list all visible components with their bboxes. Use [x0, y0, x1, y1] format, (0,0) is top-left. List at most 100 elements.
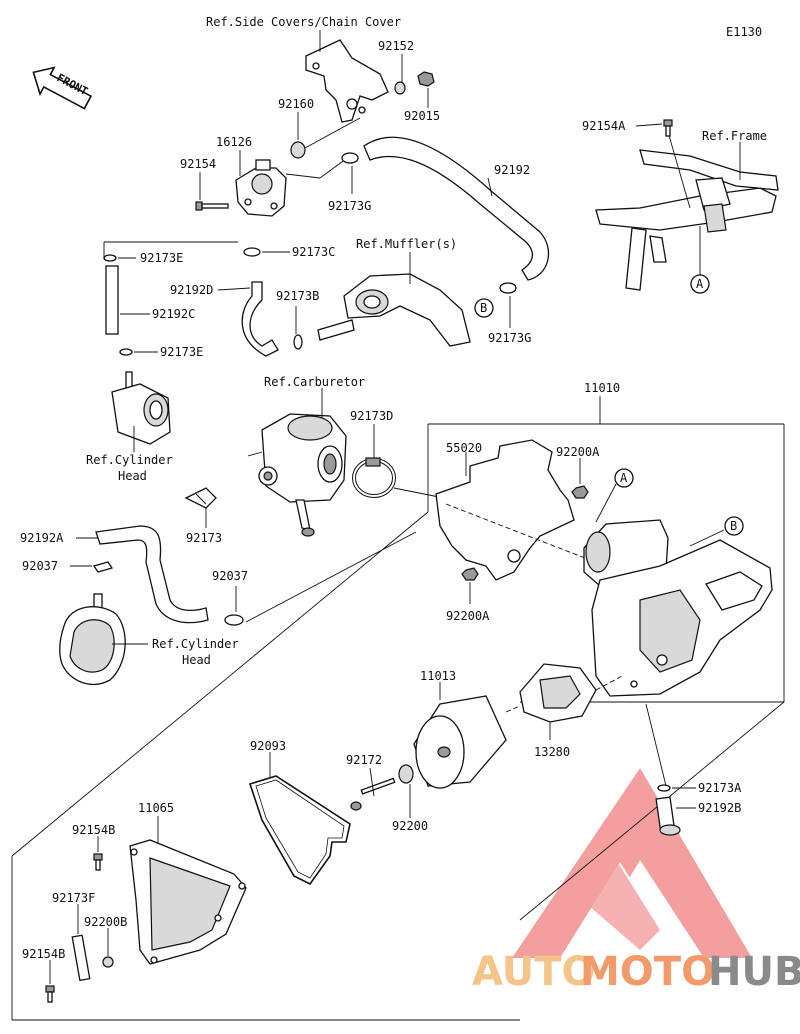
label-92015: 92015 [404, 109, 440, 123]
callout-B-muffler-label: B [480, 301, 487, 315]
label-92173E-lower: 92173E [160, 345, 203, 359]
label-92173G-lower: 92173G [488, 331, 531, 345]
hose-92192 [363, 136, 550, 281]
label-92173D: 92173D [350, 409, 393, 423]
watermark-moto: MOTO [580, 949, 715, 995]
label-92192A: 92192A [20, 531, 64, 545]
label-92200: 92200 [392, 819, 428, 833]
ref-cyl-head-2-line2: Head [182, 653, 211, 667]
grommet-92160 [290, 141, 306, 159]
clip-92173B [293, 334, 303, 350]
clip-92037-right [224, 614, 244, 626]
nut-92200A-lower [461, 567, 479, 581]
label-92200A-lower: 92200A [446, 609, 490, 623]
callout-A-frame [690, 274, 710, 294]
diagram-code: E1130 [726, 25, 762, 39]
front-arrow-icon [32, 66, 93, 110]
air-cleaner-housing [583, 519, 773, 697]
callout-B-box-label: B [730, 519, 737, 533]
washer-92200B [102, 956, 114, 968]
clip-92173G-upper [341, 152, 359, 164]
clip-92173E-upper [103, 254, 117, 262]
drain-tube [71, 934, 91, 982]
air-switching-valve-16126 [235, 159, 287, 217]
label-92154: 92154 [180, 157, 216, 171]
bolt-92154B-lower [45, 985, 55, 1003]
label-92172: 92172 [346, 753, 382, 767]
label-92192: 92192 [494, 163, 530, 177]
air-cleaner-outline [11, 423, 785, 1021]
label-92154B-upper: 92154B [72, 823, 115, 837]
clip-92173E-lower [119, 348, 133, 356]
gasket-92093 [248, 775, 351, 886]
callout-A-box [614, 468, 634, 488]
nut-92200A-upper [571, 485, 589, 499]
nut-92015 [417, 71, 435, 87]
frame-section [595, 149, 779, 291]
bolt-92172 [350, 777, 396, 811]
clip-92173G-lower [499, 282, 517, 294]
cylinder-head-fitting [111, 371, 171, 445]
washer-92200 [398, 764, 414, 784]
label-92160: 92160 [278, 97, 314, 111]
label-92173C: 92173C [292, 245, 335, 259]
label-92173G-upper: 92173G [328, 199, 371, 213]
label-16126: 16126 [216, 135, 252, 149]
ref-mufflers: Ref.Muffler(s) [356, 237, 457, 251]
filter-element-11013 [413, 695, 507, 789]
label-92173: 92173 [186, 531, 222, 545]
callout-A-box-label: A [620, 471, 628, 485]
label-13280: 13280 [534, 745, 570, 759]
callout-B-muffler [474, 298, 494, 318]
label-92037-left: 92037 [22, 559, 58, 573]
bolt-92154A [663, 119, 673, 137]
hose-92192C [105, 265, 119, 335]
label-92154A: 92154A [582, 119, 626, 133]
label-92192B: 92192B [698, 801, 741, 815]
muffler-section [317, 273, 471, 347]
carburetor [247, 413, 347, 537]
label-92093: 92093 [250, 739, 286, 753]
ref-side-covers: Ref.Side Covers/Chain Cover [206, 15, 401, 29]
watermark-hub: HUB [708, 949, 800, 995]
ref-cyl-head-2-line1: Ref.Cylinder [152, 637, 239, 651]
shield-plate-55020 [435, 439, 575, 581]
ref-cyl-head-1-line2: Head [118, 469, 147, 483]
watermark-logo [512, 768, 752, 958]
watermark-auto: AUTO [472, 949, 596, 995]
label-92192D: 92192D [170, 283, 213, 297]
label-92200B: 92200B [84, 915, 127, 929]
bolt-92154 [195, 201, 229, 211]
label-92173F: 92173F [52, 891, 95, 905]
label-92152: 92152 [378, 39, 414, 53]
cylinder-head-cover [59, 593, 126, 685]
label-11065: 11065 [138, 801, 174, 815]
label-11013: 11013 [420, 669, 456, 683]
side-cover-bracket [305, 39, 389, 123]
label-92173A: 92173A [698, 781, 742, 795]
air-cleaner-cover-11065 [129, 839, 247, 965]
ref-cyl-head-1-line1: Ref.Cylinder [86, 453, 173, 467]
drain-plug-92192B [655, 796, 681, 836]
label-92173B: 92173B [276, 289, 319, 303]
clip-92037-left [92, 561, 114, 573]
label-92200A-upper: 92200A [556, 445, 600, 459]
filter-holder-13280 [519, 663, 597, 723]
ref-carburetor: Ref.Carburetor [264, 375, 365, 389]
callout-A-frame-label: A [696, 277, 704, 291]
clip-92173A [657, 784, 671, 792]
washer-92152 [394, 81, 406, 95]
clip-92173 [184, 487, 217, 509]
label-11010: 11010 [584, 381, 620, 395]
label-92173E-upper: 92173E [140, 251, 183, 265]
bolt-92154B-upper [93, 853, 103, 871]
hose-92192A [95, 525, 209, 624]
label-92154B-lower: 92154B [22, 947, 65, 961]
label-92037-right: 92037 [212, 569, 248, 583]
clip-92173C [243, 247, 261, 257]
hose-92192D [241, 281, 279, 357]
callout-B-box [724, 516, 744, 536]
ref-frame: Ref.Frame [702, 129, 767, 143]
